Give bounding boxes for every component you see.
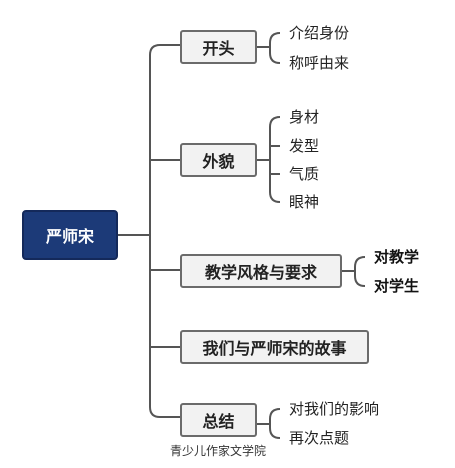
leaf-dui-jiaoxue[interactable]: 对教学 (374, 248, 420, 266)
leaf-shencai[interactable]: 身材 (289, 108, 320, 126)
leaf-chenghu-youlai[interactable]: 称呼由来 (289, 54, 350, 72)
branch-kaitou-label: 开头 (202, 39, 235, 58)
branch-zongjie[interactable]: 总结 (180, 403, 257, 437)
root-label: 严师宋 (45, 227, 94, 246)
branch-waimao-label: 外貌 (202, 152, 235, 171)
branch-gushi-label: 我们与严师宋的故事 (202, 339, 347, 358)
leaf-faxing[interactable]: 发型 (289, 137, 320, 155)
watermark-caption: 青少儿作家文学院 (170, 444, 267, 458)
leaf-zaici-dianti[interactable]: 再次点题 (289, 429, 350, 447)
branch-jiaoxue[interactable]: 教学风格与要求 (180, 254, 342, 288)
branch-waimao[interactable]: 外貌 (180, 143, 257, 177)
leaf-qizhi[interactable]: 气质 (289, 165, 320, 183)
leaf-yanshen[interactable]: 眼神 (289, 193, 320, 211)
leaf-bracket-jiaoxue (354, 256, 366, 287)
branch-gushi[interactable]: 我们与严师宋的故事 (180, 330, 369, 364)
trunk-line (149, 44, 161, 418)
leaf-jieshao-shenfen[interactable]: 介绍身份 (289, 24, 350, 42)
leaf-dui-women-yingxiang[interactable]: 对我们的影响 (289, 400, 380, 418)
leaf-bracket-kaitou (269, 32, 281, 64)
branch-kaitou[interactable]: 开头 (180, 30, 257, 64)
branch-zongjie-label: 总结 (202, 412, 235, 431)
branch-jiaoxue-label: 教学风格与要求 (204, 263, 317, 282)
leaf-bracket-zongjie (269, 408, 281, 439)
leaf-dui-xuesheng[interactable]: 对学生 (374, 277, 420, 295)
root-node[interactable]: 严师宋 (22, 210, 118, 260)
leaf-bracket-waimao (269, 116, 281, 203)
